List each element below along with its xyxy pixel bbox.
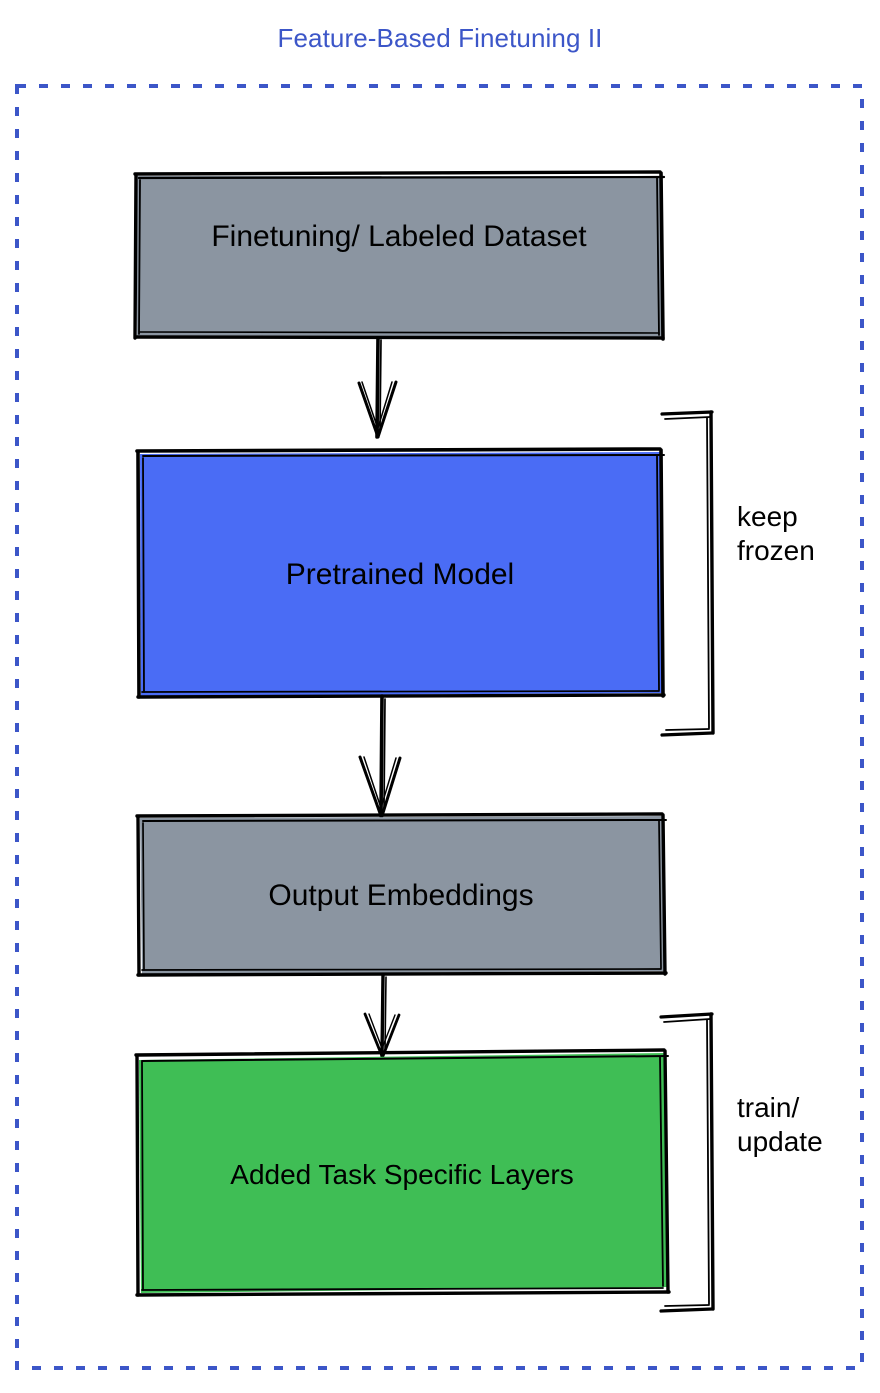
edge-embeddings-to-layers xyxy=(363,973,401,1058)
bracket-keep-frozen xyxy=(660,410,715,737)
node-finetuning-dataset[interactable] xyxy=(133,170,666,341)
dashed-boundary xyxy=(15,84,864,1370)
edge-model-to-embeddings xyxy=(358,694,402,818)
node-pretrained-model[interactable] xyxy=(135,447,666,699)
bracket-train-update xyxy=(659,1012,715,1313)
node-task-specific-layers[interactable] xyxy=(134,1048,671,1297)
edge-dataset-to-model xyxy=(357,336,398,439)
page-title: Feature-Based Finetuning II xyxy=(277,23,603,53)
annotation-keep-frozen: keep frozen xyxy=(737,501,815,567)
node-output-embeddings[interactable] xyxy=(135,812,668,977)
annotation-train-update: train/ update xyxy=(737,1092,823,1158)
